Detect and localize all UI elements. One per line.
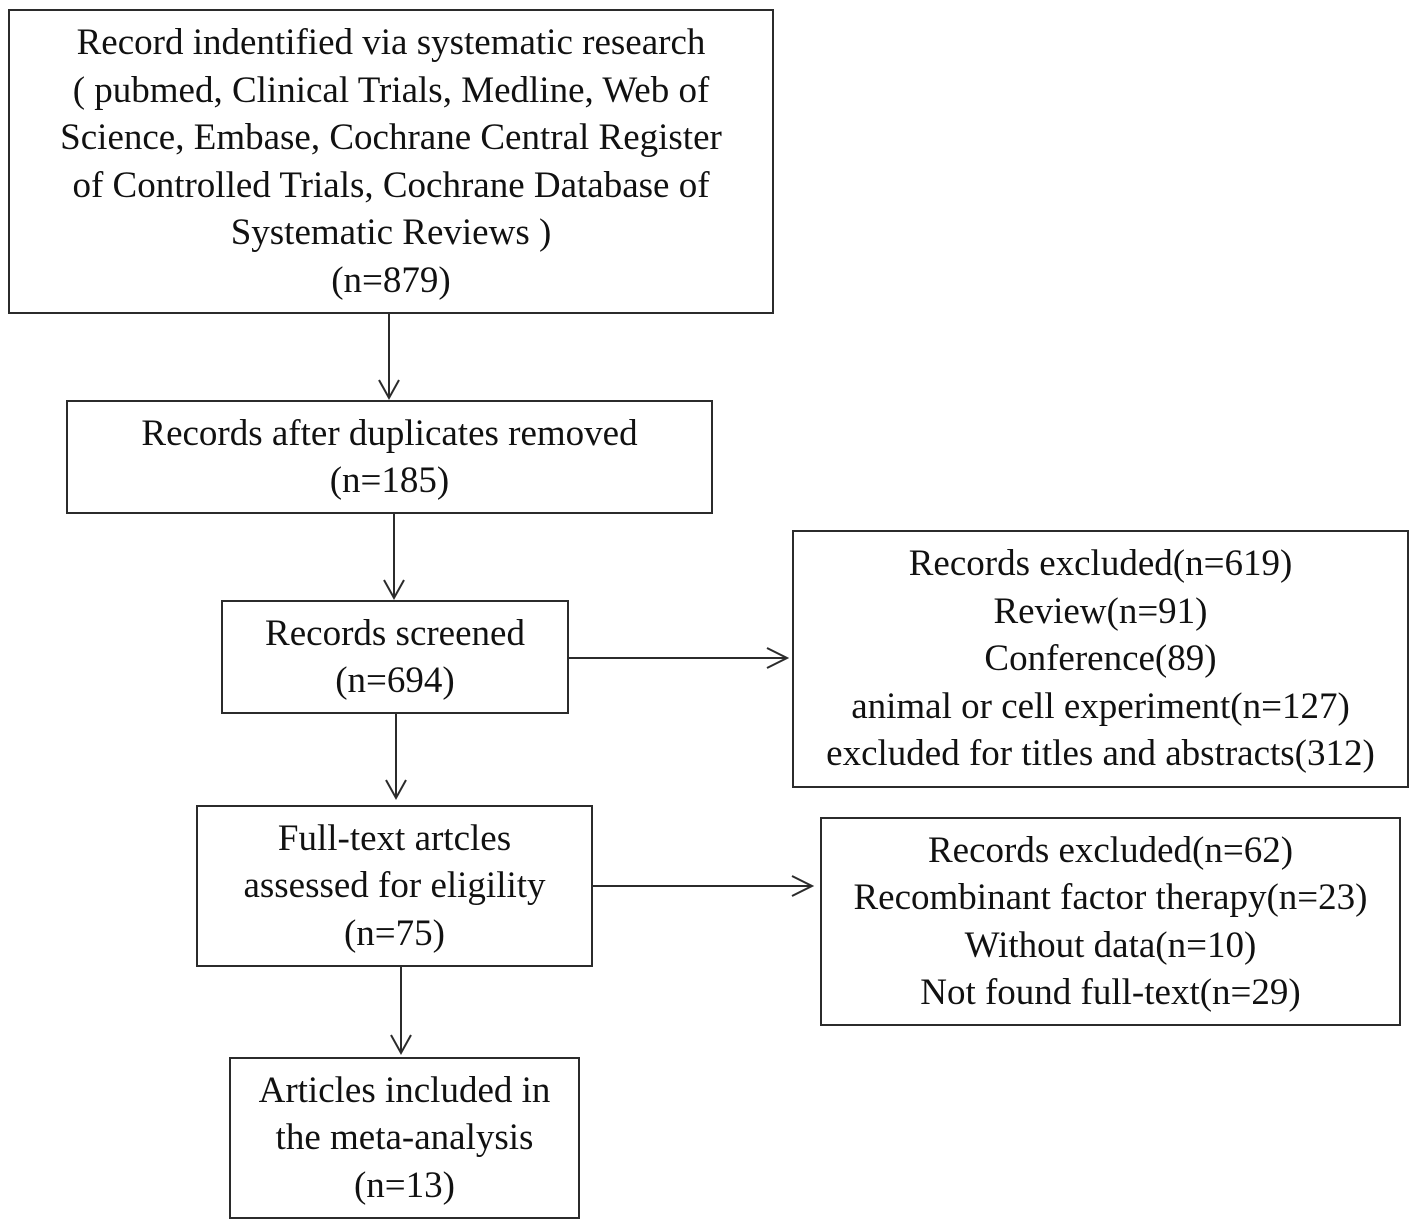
excluded-screening-reason: animal or cell experiment(n=127)	[851, 685, 1350, 727]
excluded-fulltext-total: Records excluded(n=62)	[927, 829, 1294, 871]
screened-count: (n=694)	[335, 660, 455, 701]
identified-box: Record indentified via systematic resear…	[8, 9, 774, 314]
identified-line: Record indentified via systematic resear…	[76, 22, 706, 63]
arrowhead-excluded-screening	[766, 647, 790, 669]
arrowhead-excluded-fulltext	[791, 875, 815, 897]
dedup-box: Records after duplicates removed (n=185)	[66, 400, 713, 514]
arrowhead-fulltext	[385, 779, 407, 801]
identified-line: of Controlled Trials, Cochrane Database …	[72, 164, 710, 206]
included-count: (n=13)	[353, 1164, 455, 1206]
included-box: Articles included in the meta-analysis (…	[229, 1057, 580, 1219]
fulltext-count: (n=75)	[343, 912, 445, 954]
excluded-screening-box: Records excluded(n=619) Review(n=91) Con…	[792, 530, 1409, 788]
dedup-label: Records after duplicates removed	[141, 412, 638, 454]
identified-line: Systematic Reviews )	[230, 212, 552, 253]
arrowhead-screened	[383, 579, 405, 601]
fulltext-label: assessed for eligility	[243, 865, 546, 907]
screened-box: Records screened (n=694)	[221, 600, 569, 714]
included-label: Articles included in	[258, 1069, 551, 1111]
arrowhead-dedup	[378, 379, 400, 401]
identified-count: (n=879)	[331, 259, 451, 301]
fulltext-label: Full-text artcles	[277, 817, 512, 859]
excluded-screening-reason: excluded for titles and abstracts(312)	[826, 733, 1375, 775]
included-label: the meta-analysis	[275, 1117, 534, 1159]
arrowhead-included	[390, 1034, 412, 1056]
excluded-fulltext-reason: Not found full-text(n=29)	[920, 972, 1301, 1013]
excluded-fulltext-reason: Recombinant factor therapy(n=23)	[853, 877, 1368, 918]
fulltext-box: Full-text artcles assessed for eligility…	[196, 805, 593, 967]
dedup-count: (n=185)	[329, 460, 450, 501]
excluded-fulltext-reason: Without data(n=10)	[964, 924, 1257, 966]
excluded-screening-reason: Conference(89)	[984, 638, 1217, 680]
screened-label: Records screened	[265, 612, 525, 654]
identified-line: ( pubmed, Clinical Trials, Medline, Web …	[72, 69, 710, 111]
identified-line: Science, Embase, Cochrane Central Regist…	[60, 117, 722, 158]
excluded-fulltext-box: Records excluded(n=62) Recombinant facto…	[820, 817, 1401, 1026]
excluded-screening-reason: Review(n=91)	[993, 590, 1208, 632]
excluded-screening-total: Records excluded(n=619)	[908, 543, 1293, 585]
